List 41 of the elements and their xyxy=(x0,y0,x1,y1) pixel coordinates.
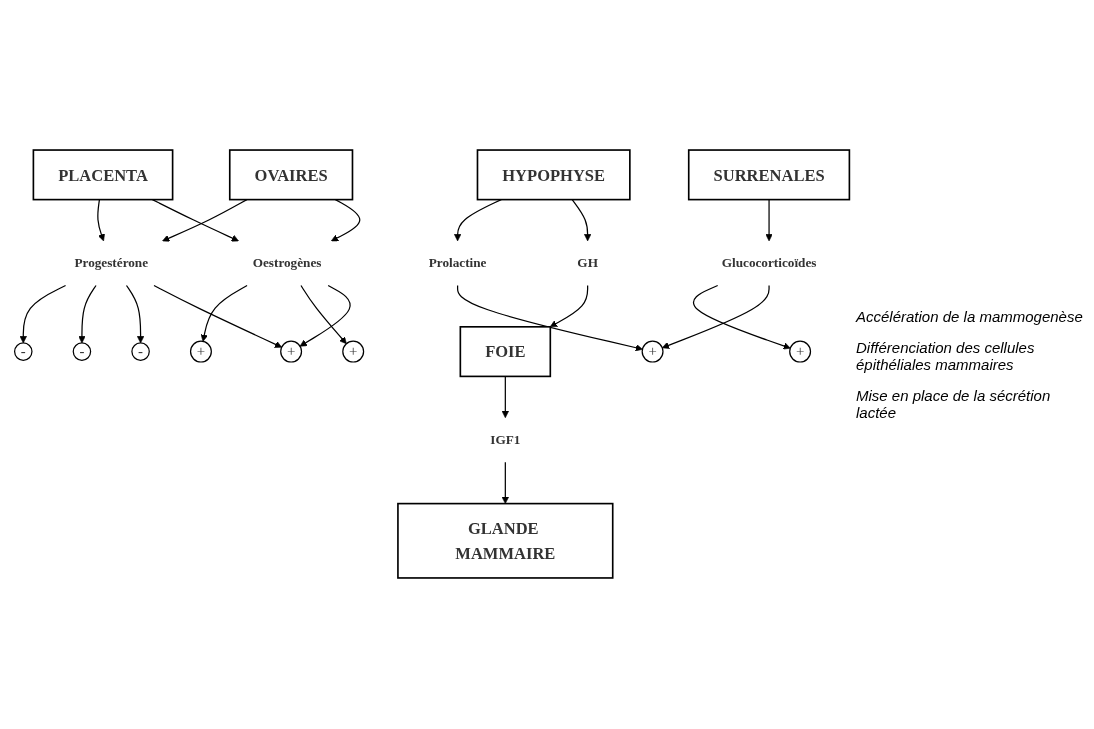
arrow xyxy=(549,284,589,328)
node-circle: + xyxy=(280,340,303,363)
arrow xyxy=(125,284,145,344)
node-box: PLACENTA xyxy=(32,149,174,201)
arrow xyxy=(692,284,791,350)
node-circle: - xyxy=(72,342,92,361)
node-text: IGF1 xyxy=(490,432,521,447)
node-circle: + xyxy=(342,340,365,363)
arrow xyxy=(151,199,239,242)
node-box: HYPOPHYSE xyxy=(476,149,631,201)
arrow xyxy=(97,199,105,242)
node-box: SURRENALES xyxy=(687,149,851,201)
node-circle: - xyxy=(131,342,150,361)
arrow xyxy=(162,199,248,242)
effect-note: Accélération de la mammogenèse xyxy=(856,308,1084,325)
node-text: GH xyxy=(577,255,598,270)
arrow xyxy=(571,199,592,242)
node-circle: + xyxy=(789,340,812,363)
node-circle: - xyxy=(14,342,33,361)
node-box: GLANDE MAMMAIRE xyxy=(397,502,614,579)
node-text: Progestérone xyxy=(74,255,149,270)
node-circle: + xyxy=(641,340,664,363)
arrow xyxy=(501,375,509,419)
node-circle: + xyxy=(189,340,212,363)
arrow xyxy=(661,284,770,349)
node-text: Prolactine xyxy=(428,255,487,270)
arrow xyxy=(331,199,361,242)
effect-note: Mise en place de la sécrétion lactée xyxy=(856,387,1052,421)
arrow xyxy=(153,284,283,348)
arrow xyxy=(19,284,67,344)
arrow xyxy=(501,461,509,504)
node-text: Glucocorticoïdes xyxy=(721,255,817,270)
arrow xyxy=(200,284,248,342)
arrow xyxy=(457,284,643,352)
node-text: Oestrogènes xyxy=(252,255,322,270)
arrow xyxy=(765,199,773,242)
arrow xyxy=(454,199,502,242)
effect-note: Différenciation des cellules épithéliales mammaires xyxy=(856,339,1036,373)
node-box: OVAIRES xyxy=(228,149,354,201)
node-box: FOIE xyxy=(459,326,552,378)
arrow xyxy=(78,284,97,344)
